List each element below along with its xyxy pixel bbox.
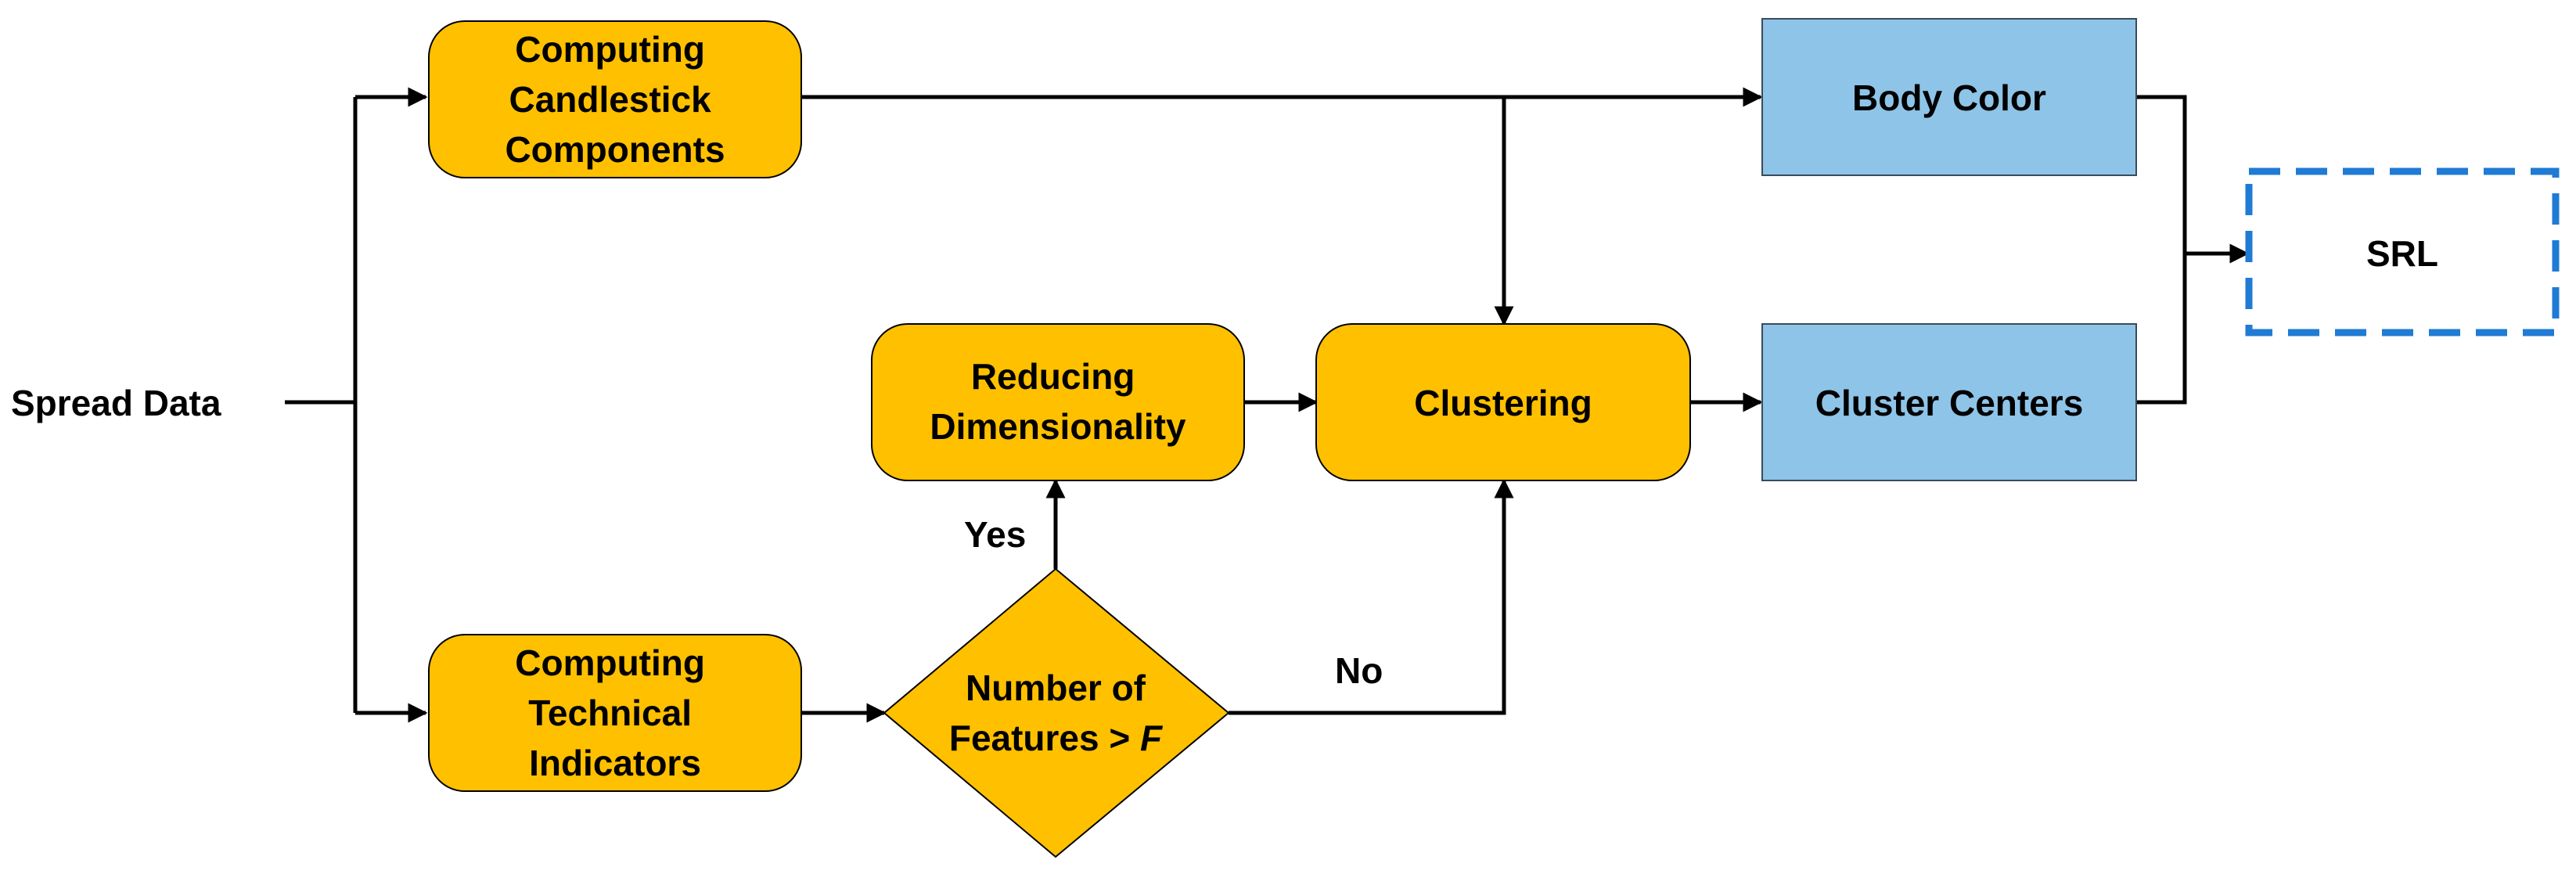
no-label: No	[1335, 650, 1383, 691]
cluster-centers-node: Cluster Centers	[1761, 323, 2137, 481]
decision-line-1: Number of	[966, 667, 1146, 708]
body-color-label: Body Color	[1852, 77, 2046, 118]
svg-text:Reducing Dimensionality: Reducing Dimensionality	[930, 356, 1186, 447]
body-color-box	[1761, 18, 2137, 176]
clustering-box	[1315, 323, 1691, 481]
decision-diamond	[883, 567, 1230, 858]
cluster-centers-box	[1761, 323, 2137, 481]
svg-text:Features > F: Features > F	[949, 718, 1164, 758]
edge-decision-to-clustering	[1229, 478, 1514, 715]
connectors	[285, 87, 2250, 723]
candlestick-box	[428, 20, 802, 178]
technical-line-3: Indicators	[529, 743, 701, 783]
srl-node: SRL	[2245, 167, 2560, 336]
spread-data-label: Spread Data	[11, 383, 221, 423]
decision-variable: F	[1140, 718, 1164, 758]
reduce-box	[871, 323, 1245, 481]
decision-node: Number of Features > F	[883, 567, 1230, 858]
yes-label: Yes	[964, 514, 1026, 555]
svg-text:Computing Technical: Computing Technical Indicators	[515, 642, 715, 783]
body-color-node: Body Color	[1761, 18, 2137, 176]
svg-text:Number of: Number of	[966, 667, 1146, 708]
clustering-label: Clustering	[1414, 383, 1592, 423]
clustering-node: Clustering	[1315, 323, 1691, 481]
candlestick-line-3: Components	[505, 129, 725, 170]
candlestick-line-1: Computing	[515, 29, 705, 70]
candlestick-node: Computing Candlestick Components	[428, 20, 802, 178]
cluster-centers-label: Cluster Centers	[1815, 383, 2084, 423]
reduce-node: Reducing Dimensionality	[871, 323, 1245, 481]
svg-text:Computing Candlestick: Computing Candlestick Components	[505, 29, 725, 170]
reduce-line-2: Dimensionality	[930, 406, 1186, 447]
technical-line-1: Computing	[515, 642, 705, 683]
reduce-line-1: Reducing	[971, 356, 1135, 397]
technical-box	[428, 634, 802, 792]
srl-label: SRL	[2366, 233, 2438, 274]
technical-line-2: Technical	[528, 693, 692, 733]
edge-body-color-to-merge	[2136, 95, 2187, 405]
decision-line-2: Features >	[949, 718, 1140, 758]
candlestick-line-2: Candlestick	[509, 79, 712, 120]
srl-box	[2245, 167, 2560, 336]
technical-node: Computing Technical Indicators	[428, 634, 802, 792]
